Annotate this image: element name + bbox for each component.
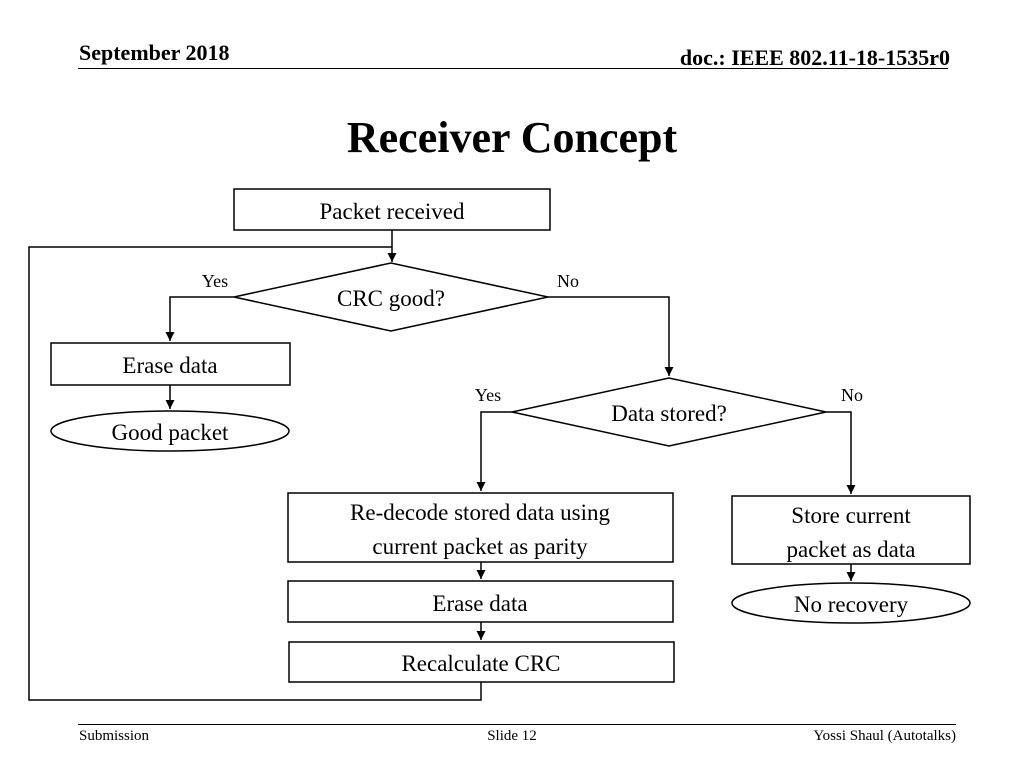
- edge-stored-no: [826, 411, 856, 494]
- node-good-packet: [50, 410, 290, 452]
- node-erase-data-2: [287, 580, 674, 623]
- label-erase-data-2: Erase data: [432, 591, 527, 616]
- label-data-stored: Data stored?: [611, 401, 727, 426]
- footer-author: Yossi Shaul (Autotalks): [813, 728, 956, 744]
- label-crc-yes: Yes: [202, 271, 228, 291]
- label-crc-no: No: [557, 271, 579, 291]
- label-crc-good: CRC good?: [337, 286, 445, 311]
- footer-divider: [78, 724, 956, 725]
- node-data-stored: [511, 377, 827, 447]
- edge-crc-yes: [165, 296, 234, 341]
- edge-loop-back: [28, 246, 482, 701]
- footer-slide-number: Slide 12: [487, 728, 537, 744]
- edge-crc-no: [548, 296, 674, 376]
- nodes: [50, 188, 971, 683]
- label-packet-received: Packet received: [320, 199, 465, 224]
- connectors: [28, 230, 856, 701]
- header-doc-id: doc.: IEEE 802.11-18-1535r0: [679, 45, 950, 70]
- node-store-current: [731, 495, 971, 565]
- edge-stored-yes: [476, 411, 512, 491]
- node-recalculate-crc: [288, 641, 675, 683]
- node-packet-received: [233, 188, 551, 231]
- header-date: September 2018: [79, 40, 230, 65]
- label-store-current-line-1: Store current: [791, 503, 911, 528]
- node-no-recovery: [731, 582, 971, 624]
- label-redecode-line-1: Re-decode stored data using: [350, 500, 610, 525]
- label-good-packet: Good packet: [112, 420, 229, 445]
- label-store-current-line-2: packet as data: [787, 537, 916, 562]
- label-erase-data-1: Erase data: [122, 353, 217, 378]
- label-recalculate-crc: Recalculate CRC: [401, 651, 560, 676]
- node-erase-data-1: [50, 342, 291, 386]
- label-stored-no: No: [841, 385, 863, 405]
- label-stored-yes: Yes: [475, 385, 501, 405]
- node-labels: Packet received CRC good? Erase data Goo…: [112, 199, 916, 676]
- edge-labels: Yes No Yes No: [202, 271, 863, 405]
- slide-title: Receiver Concept: [346, 113, 678, 162]
- label-no-recovery: No recovery: [794, 592, 909, 617]
- node-crc-good: [233, 262, 549, 332]
- label-redecode-line-2: current packet as parity: [372, 534, 588, 559]
- header-divider: [78, 68, 948, 69]
- node-redecode: [287, 492, 674, 563]
- footer-submission: Submission: [79, 728, 150, 744]
